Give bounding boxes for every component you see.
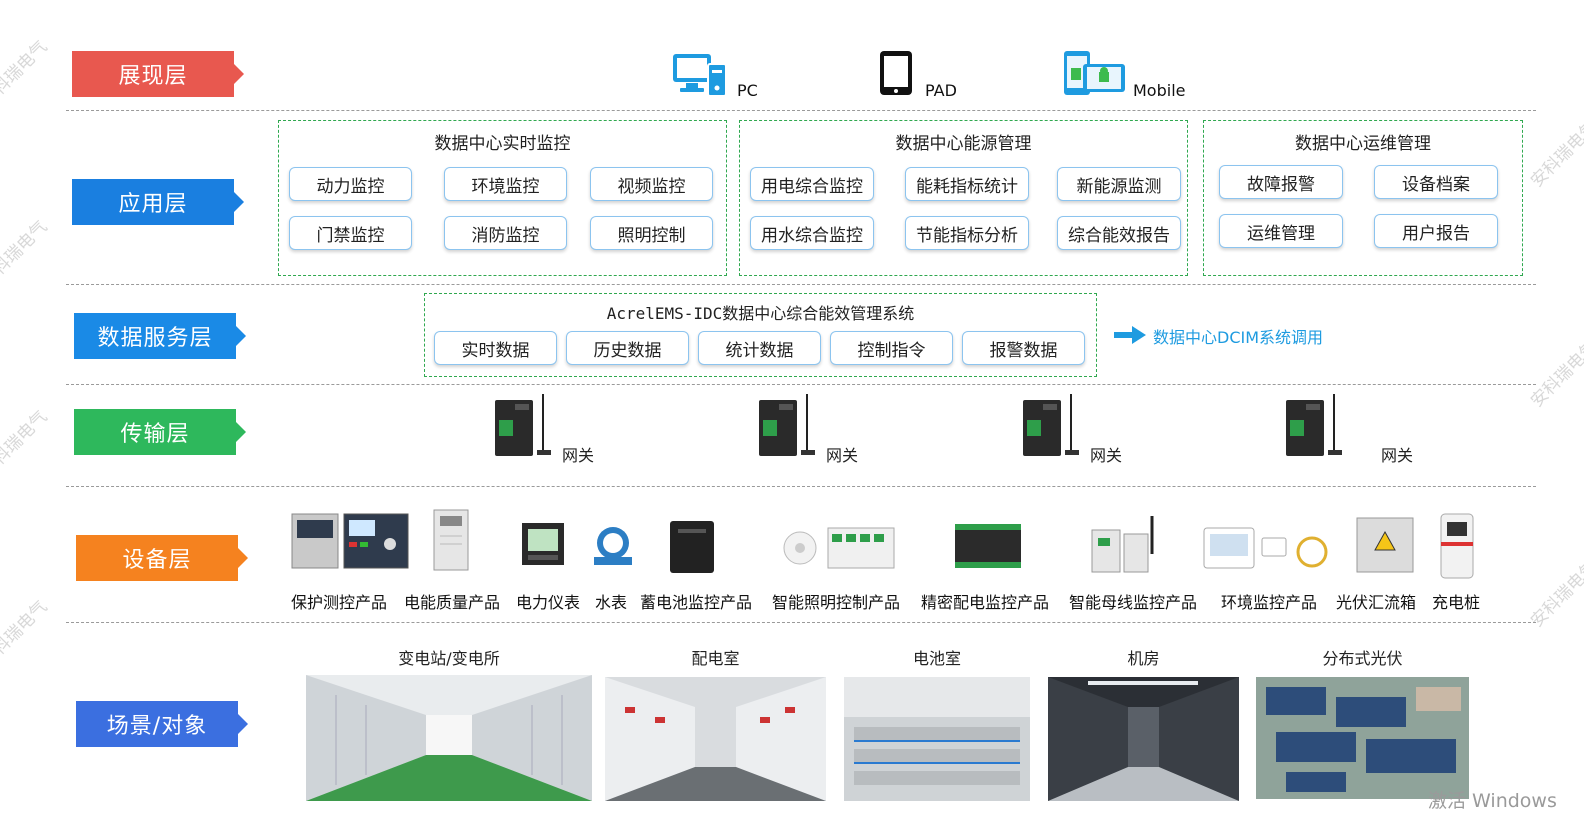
divider <box>66 622 1536 623</box>
app-item: 消防监控 <box>444 216 567 250</box>
mobile-icon <box>1064 51 1125 95</box>
server-room-photo <box>1048 677 1239 801</box>
substation-photo <box>306 675 592 801</box>
gateway-label: 网关 <box>562 446 595 465</box>
device-label: 精密配电监控产品 <box>921 593 1050 612</box>
gateway-icon <box>1286 394 1342 456</box>
battery-room-photo <box>844 677 1030 801</box>
app-item: 综合能效报告 <box>1057 216 1181 250</box>
platform-label-pc: PC <box>737 81 758 100</box>
data-item: 统计数据 <box>698 331 821 365</box>
layer-label-transport: 传输层 <box>74 409 246 455</box>
bg-watermark: 安科瑞电气 <box>0 217 52 292</box>
app-group-title: 数据中心实时监控 <box>434 134 571 154</box>
arrow-right-icon <box>1114 326 1146 344</box>
device-label: 充电桩 <box>1432 593 1481 612</box>
gateway-label: 网关 <box>1090 446 1123 465</box>
scene-label: 电池室 <box>912 649 961 668</box>
battery-monitor-image <box>670 521 714 573</box>
bg-watermark: 安科瑞电气 <box>0 597 52 672</box>
app-group-realtime: 数据中心实时监控 <box>278 120 727 276</box>
divider <box>66 110 1536 111</box>
tablet-icon <box>880 51 912 95</box>
app-item: 节能指标分析 <box>905 216 1029 250</box>
bg-watermark: 安科瑞电气 <box>1527 117 1584 192</box>
app-item: 故障报警 <box>1219 165 1343 199</box>
layer-label-application: 应用层 <box>72 179 244 225</box>
layer-label-scene: 场景/对象 <box>76 701 248 747</box>
app-item: 设备档案 <box>1374 165 1498 199</box>
app-item: 动力监控 <box>289 167 412 201</box>
pc-icon <box>673 54 727 97</box>
data-item: 控制指令 <box>830 331 953 365</box>
distributed-pv-photo <box>1256 677 1469 799</box>
lighting-control-image <box>783 527 895 569</box>
busway-monitor-image <box>1091 516 1154 573</box>
device-label: 保护测控产品 <box>291 593 388 612</box>
app-item: 用水综合监控 <box>750 216 874 250</box>
app-group-title: 数据中心运维管理 <box>1295 134 1431 154</box>
device-label: 水表 <box>595 593 628 612</box>
platform-label-pad: PAD <box>925 81 957 100</box>
gateway-label: 网关 <box>1381 446 1414 465</box>
gateway-icon <box>495 394 551 456</box>
app-item: 环境监控 <box>444 167 567 201</box>
app-group-energy: 数据中心能源管理 <box>739 120 1188 276</box>
protection-device-image <box>291 513 409 569</box>
power-quality-device-image <box>433 509 469 571</box>
power-meter-image <box>522 523 564 565</box>
pv-combiner-image <box>1356 517 1414 573</box>
app-group-ops: 数据中心运维管理 <box>1203 120 1523 276</box>
app-item: 门禁监控 <box>289 216 412 250</box>
bg-watermark: 安科瑞电气 <box>1527 557 1584 632</box>
divider <box>66 486 1536 487</box>
bg-watermark: 安科瑞电气 <box>0 407 52 482</box>
data-service-title: AcrelEMS-IDC数据中心综合能效管理系统 <box>606 304 915 323</box>
windows-activation-watermark: 激活 Windows <box>1428 790 1557 812</box>
data-service-box: AcrelEMS-IDC数据中心综合能效管理系统 <box>424 293 1097 377</box>
gateway-icon <box>759 394 815 456</box>
scene-label: 机房 <box>1127 649 1160 668</box>
bg-watermark: 安科瑞电气 <box>1527 337 1584 412</box>
app-item: 视频监控 <box>590 167 713 201</box>
device-label: 智能照明控制产品 <box>772 593 901 612</box>
device-label: 电能质量产品 <box>404 593 501 612</box>
divider <box>66 384 1536 385</box>
environment-monitor-image <box>1203 527 1328 569</box>
bg-watermark: 安科瑞电气 <box>0 37 52 112</box>
device-label: 智能母线监控产品 <box>1069 593 1198 612</box>
app-item: 用户报告 <box>1374 214 1498 248</box>
dcim-callout: 数据中心DCIM系统调用 <box>1153 328 1324 347</box>
water-meter-image <box>594 527 632 565</box>
device-label: 电力仪表 <box>516 593 581 612</box>
gateway-label: 网关 <box>826 446 859 465</box>
layer-label-data-service: 数据服务层 <box>74 313 246 359</box>
app-group-title: 数据中心能源管理 <box>895 134 1032 154</box>
platform-label-mobile: Mobile <box>1133 81 1186 100</box>
data-item: 历史数据 <box>566 331 689 365</box>
app-item: 用电综合监控 <box>750 167 874 201</box>
app-item: 新能源监测 <box>1057 167 1181 201</box>
device-label: 光伏汇流箱 <box>1336 593 1417 612</box>
distribution-room-photo <box>605 677 826 801</box>
data-item: 报警数据 <box>962 331 1085 365</box>
data-item: 实时数据 <box>434 331 557 365</box>
layer-label-device: 设备层 <box>76 535 248 581</box>
precision-distribution-image <box>955 524 1021 568</box>
scene-label: 变电站/变电所 <box>398 649 500 668</box>
gateway-icon <box>1023 394 1079 456</box>
device-label: 环境监控产品 <box>1221 593 1318 612</box>
scene-label: 配电室 <box>691 649 740 668</box>
device-label: 蓄电池监控产品 <box>640 593 753 612</box>
layer-label-presentation: 展现层 <box>72 51 244 97</box>
app-item: 能耗指标统计 <box>905 167 1029 201</box>
scene-label: 分布式光伏 <box>1322 649 1403 668</box>
divider <box>66 284 1536 285</box>
charging-pile-image <box>1440 513 1474 579</box>
app-item: 运维管理 <box>1219 214 1343 248</box>
app-item: 照明控制 <box>590 216 713 250</box>
